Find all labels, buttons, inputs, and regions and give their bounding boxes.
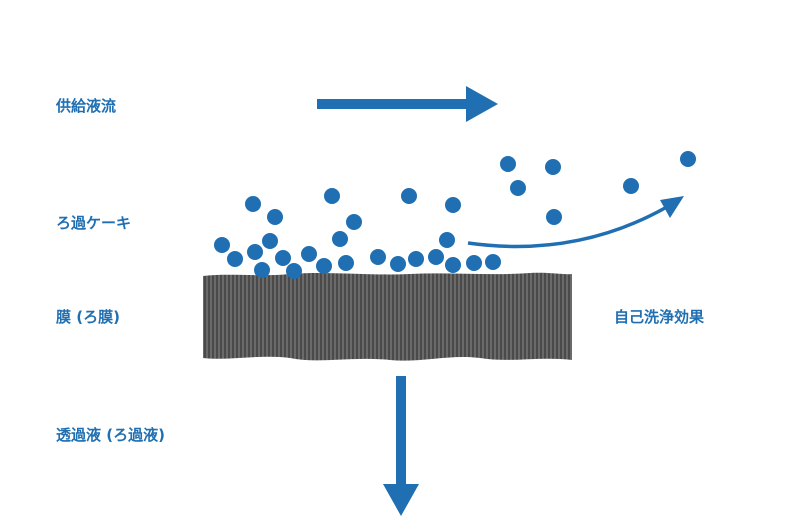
particle — [680, 151, 696, 167]
particle — [370, 249, 386, 265]
filter-cake-label: ろ過ケーキ — [56, 214, 132, 232]
permeate-label: 透過液 (ろ過液) — [56, 426, 165, 444]
membrane-label: 膜 (ろ膜) — [56, 308, 120, 326]
particle — [623, 178, 639, 194]
particle — [267, 209, 283, 225]
particle — [316, 258, 332, 274]
particle — [247, 244, 263, 260]
self-cleaning-label: 自己洗浄効果 — [614, 308, 705, 326]
particle — [445, 257, 461, 273]
particle — [408, 251, 424, 267]
particle — [485, 254, 501, 270]
particle-group — [214, 151, 696, 279]
particle — [245, 196, 261, 212]
particle — [286, 263, 302, 279]
particle — [324, 188, 340, 204]
particle — [500, 156, 516, 172]
particle — [332, 231, 348, 247]
particle — [262, 233, 278, 249]
arrow-right-icon — [317, 86, 498, 122]
particle — [546, 209, 562, 225]
particle — [346, 214, 362, 230]
particle — [510, 180, 526, 196]
particle — [545, 159, 561, 175]
membrane-body — [203, 272, 572, 361]
particle — [439, 232, 455, 248]
particle — [401, 188, 417, 204]
particle — [445, 197, 461, 213]
curved-arrow-icon — [467, 196, 684, 249]
feed-flow-label: 供給液流 — [56, 97, 117, 115]
particle — [214, 237, 230, 253]
particle — [390, 256, 406, 272]
particle — [227, 251, 243, 267]
particle — [466, 255, 482, 271]
particle — [275, 250, 291, 266]
particle — [301, 246, 317, 262]
particle — [338, 255, 354, 271]
particle — [254, 262, 270, 278]
particle — [428, 249, 444, 265]
arrow-down-icon — [383, 376, 419, 516]
